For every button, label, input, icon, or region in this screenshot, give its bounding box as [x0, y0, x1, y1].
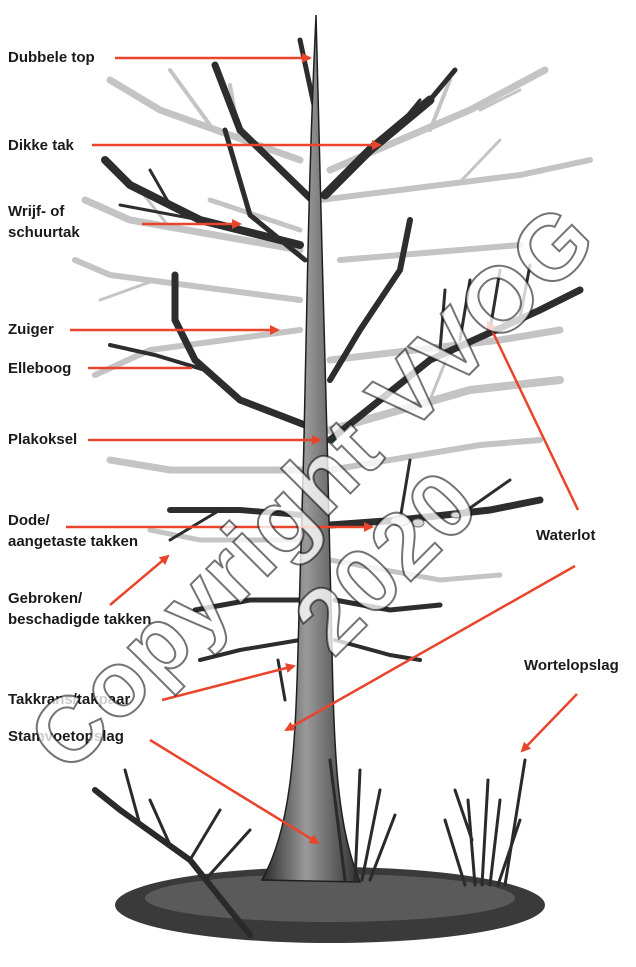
label-wortelopslag: Wortelopslag [524, 656, 619, 675]
label-gebroken-line1: Gebroken/ [8, 589, 82, 608]
label-elleboog: Elleboog [8, 359, 71, 378]
label-waterlot: Waterlot [536, 526, 595, 545]
root-suckers [445, 760, 525, 885]
label-dode-line1: Dode/ [8, 511, 50, 530]
label-wrijftak-line2: schuurtak [8, 223, 80, 242]
label-dikke-tak: Dikke tak [8, 136, 74, 155]
arrow-wortelopslag [522, 694, 577, 751]
label-wrijftak-line1: Wrijf- of [8, 202, 64, 221]
label-dode-line2: aangetaste takken [8, 532, 138, 551]
label-zuiger: Zuiger [8, 320, 54, 339]
label-dubbele-top: Dubbele top [8, 48, 95, 67]
label-plakoksel: Plakoksel [8, 430, 77, 449]
